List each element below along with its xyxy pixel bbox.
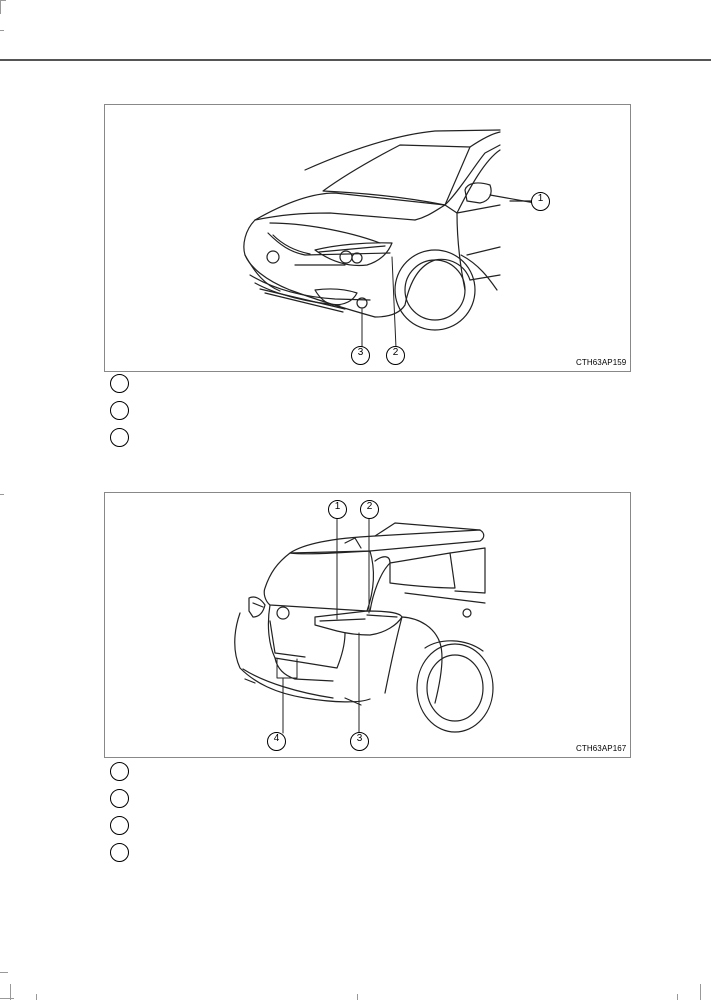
crop-mark [0,0,6,1]
callout-4: 4 [267,732,286,751]
callout-number: 2 [392,347,399,358]
legend-marker [110,762,129,781]
callout-number: 3 [356,733,363,744]
crop-mark [0,30,4,31]
rear-view-figure: 1 2 3 4 CTH63AP167 [104,492,631,758]
callout-3: 3 [350,732,369,751]
front-view-figure: 1 2 3 CTH63AP159 [104,104,631,372]
figure-code: CTH63AP159 [576,358,627,367]
crop-mark [36,994,37,1000]
legend-marker [110,843,129,862]
callout-number: 1 [334,501,341,512]
crop-mark [357,994,358,1000]
crop-mark [10,984,11,1000]
legend-marker [110,789,129,808]
legend-marker [110,816,129,835]
callout-2: 2 [360,500,379,519]
crop-mark [0,494,4,495]
front-car-illustration [243,129,536,349]
callout-number: 4 [273,733,280,744]
legend-marker [110,401,129,420]
crop-mark [0,0,1,14]
figure-code: CTH63AP167 [576,744,627,753]
crop-mark [0,972,8,973]
legend-marker [110,428,129,447]
callout-number: 2 [366,501,373,512]
crop-mark [0,998,14,999]
crop-mark [677,994,678,1000]
crop-mark [700,984,701,1000]
callout-1: 1 [328,500,347,519]
callout-number: 3 [357,347,364,358]
header-rule [0,59,711,61]
callout-1: 1 [531,192,550,211]
callout-3: 3 [351,346,370,365]
legend-marker [110,374,129,393]
callout-number: 1 [537,193,544,204]
rear-car-illustration [234,510,494,734]
callout-2: 2 [386,346,405,365]
